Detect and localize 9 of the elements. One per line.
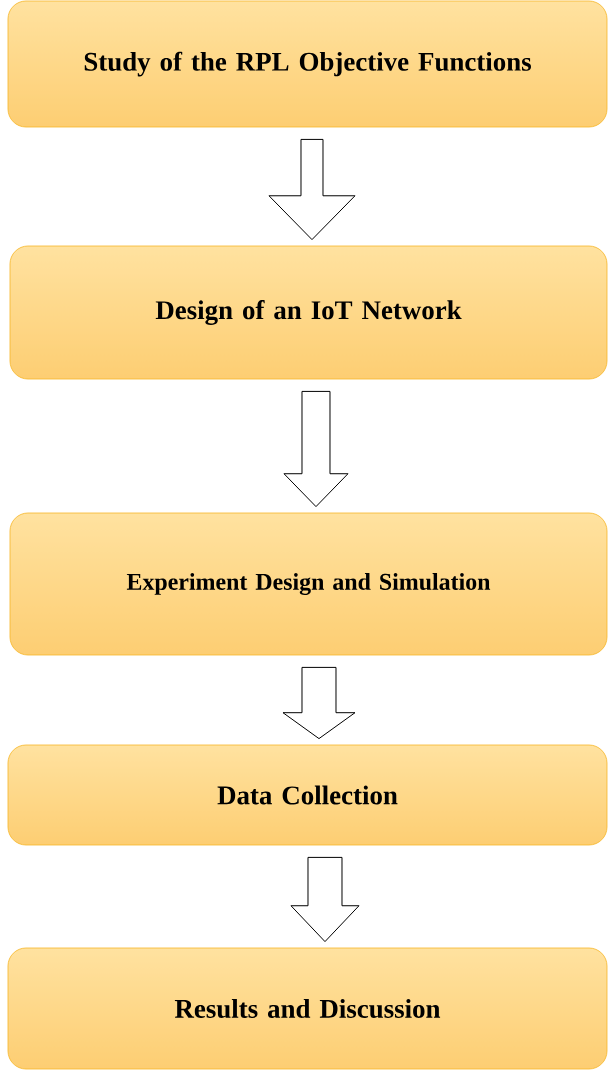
process-box: Results and Discussion <box>7 947 608 1070</box>
process-box: Study of the RPL Objective Functions <box>7 0 608 128</box>
block-arrow <box>290 856 360 943</box>
block-arrow <box>268 138 356 241</box>
process-box: Data Collection <box>7 744 608 846</box>
block-arrow <box>283 390 349 508</box>
process-box: Experiment Design and Simulation <box>9 512 608 656</box>
block-arrow <box>282 666 356 740</box>
process-box: Design of an IoT Network <box>9 245 608 380</box>
